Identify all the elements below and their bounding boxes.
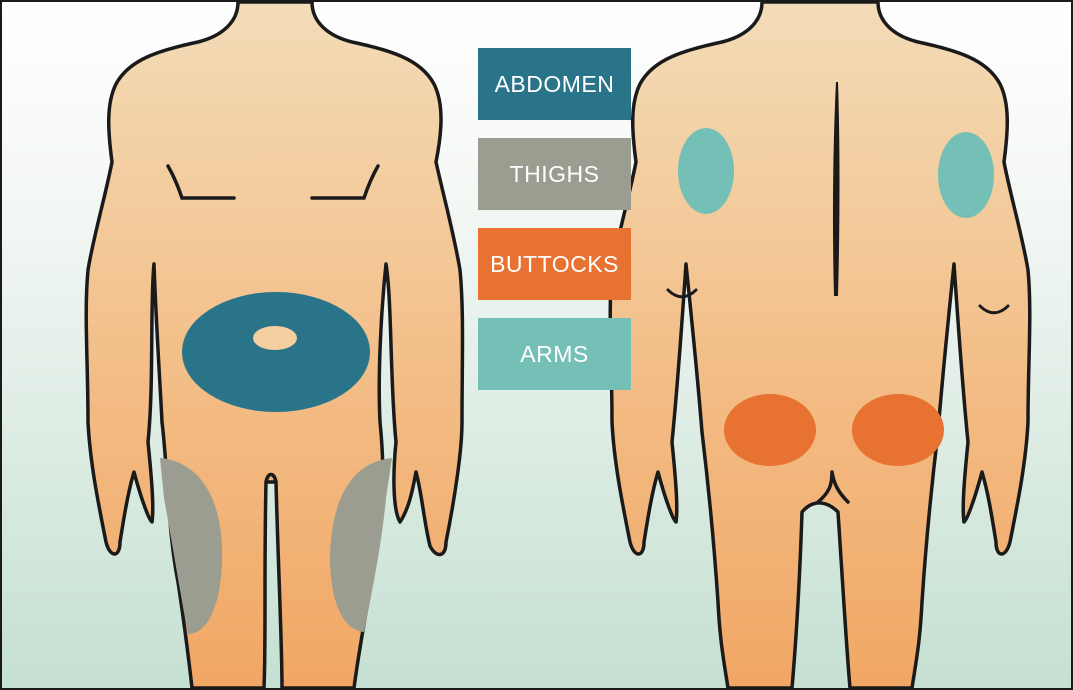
arm-zone-left: [678, 128, 734, 214]
legend-buttocks: BUTTOCKS: [478, 228, 631, 300]
elbow-crease-left: [666, 288, 698, 299]
gluteal-cleft: [816, 470, 850, 504]
navel-spot: [253, 326, 297, 350]
leg-divide: [264, 472, 278, 483]
back-body-outline: [608, 2, 1032, 688]
abdomen-zone: [182, 292, 370, 412]
spine-line: [832, 82, 840, 296]
legend-abdomen: ABDOMEN: [478, 48, 631, 120]
legend-thighs: THIGHS: [478, 138, 631, 210]
arm-zone-right: [938, 132, 994, 218]
buttock-zone-right: [852, 394, 944, 466]
elbow-crease-right: [978, 304, 1010, 315]
chest-line-right: [310, 164, 380, 200]
thigh-zone-left: [160, 458, 223, 634]
thigh-zone-right: [330, 458, 392, 632]
back-body: [608, 2, 1032, 688]
front-body: [84, 2, 465, 688]
buttock-zone-left: [724, 394, 816, 466]
chest-line-left: [166, 164, 236, 200]
legend-arms: ARMS: [478, 318, 631, 390]
